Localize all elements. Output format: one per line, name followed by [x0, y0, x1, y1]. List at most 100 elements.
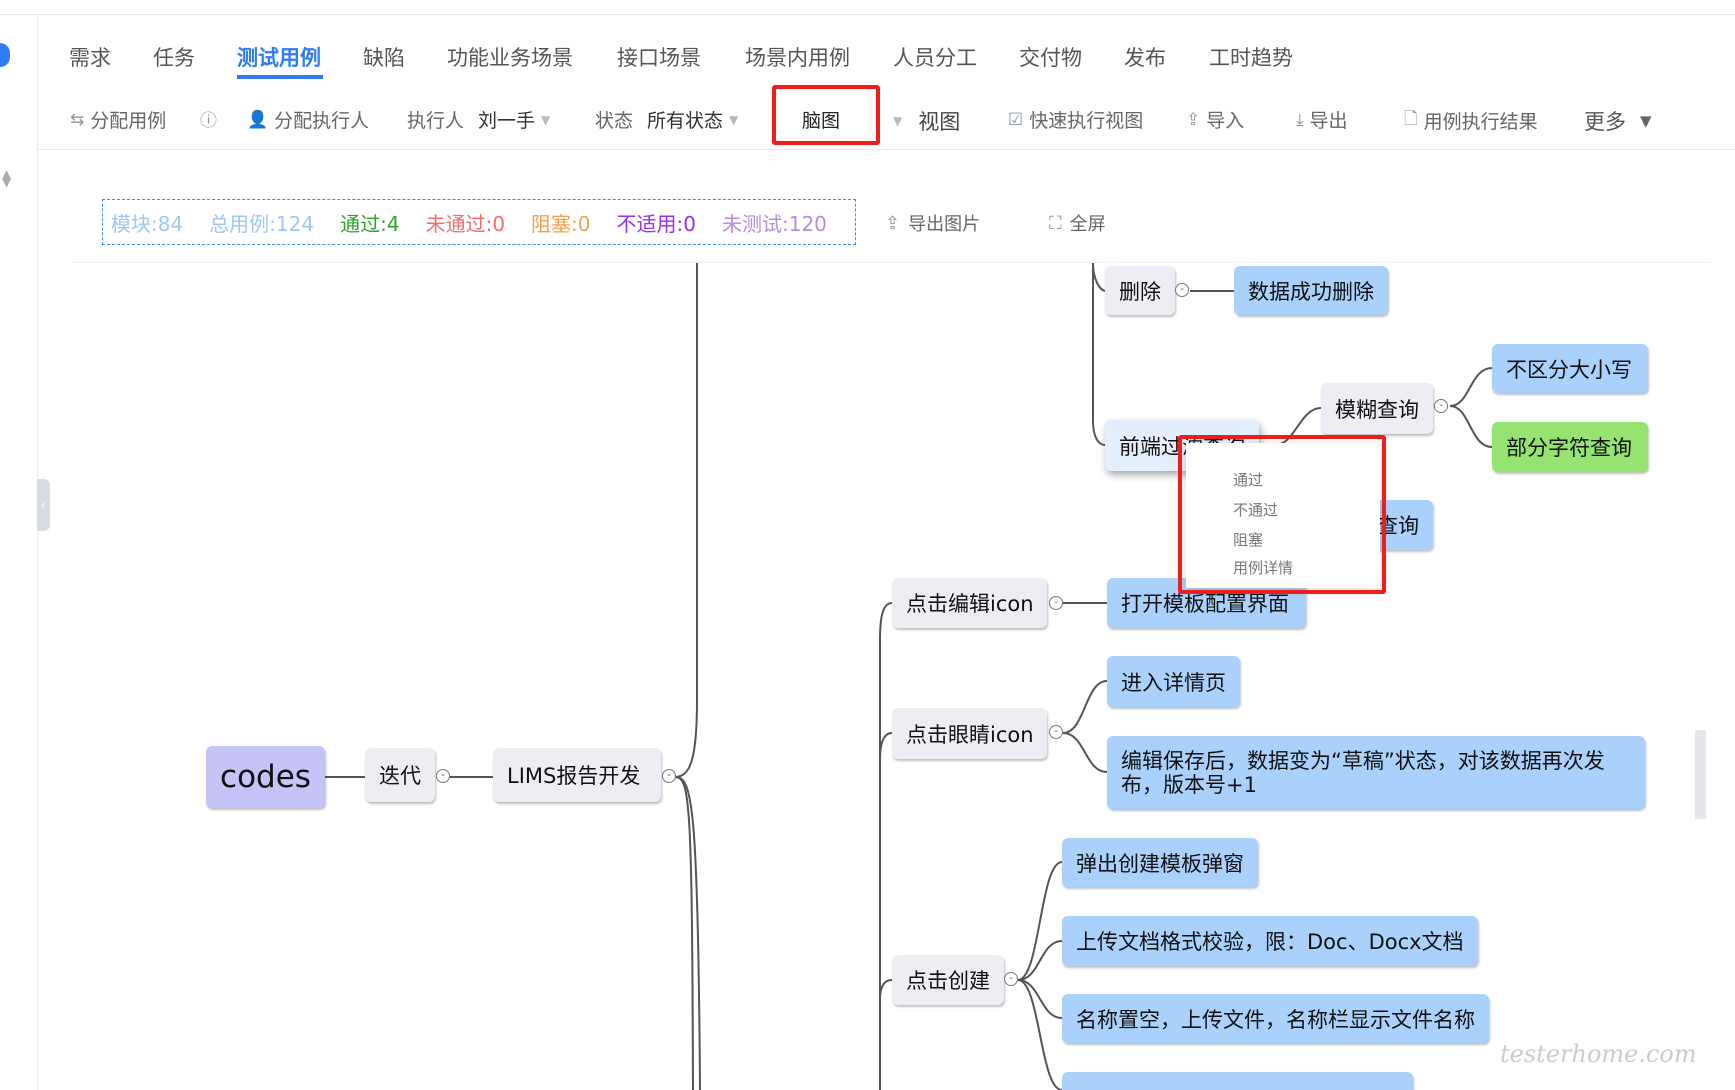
executor-select[interactable]: 执行人刘一手 ▼ [407, 106, 550, 133]
toolbar-divider [38, 149, 1735, 150]
import-label: 导入 [1206, 110, 1245, 132]
tab-deliverables[interactable]: 交付物 [1019, 46, 1082, 70]
tab-hours-trend[interactable]: 工时趋势 [1209, 46, 1293, 70]
tab-test-cases[interactable]: 测试用例 [237, 46, 321, 70]
exec-results-label: 用例执行结果 [1423, 111, 1538, 133]
caret-down-icon: ▼ [893, 114, 903, 128]
document-icon: 🗋 [1404, 109, 1418, 129]
tab-staff[interactable]: 人员分工 [893, 46, 977, 70]
more-label: 更多 [1584, 110, 1626, 134]
upload-icon: ⇪ [885, 212, 901, 234]
top-border [0, 14, 1735, 15]
caret-down-icon: ▼ [729, 112, 739, 127]
status-value: 所有状态 [647, 110, 724, 132]
status-label: 状态 [595, 110, 634, 132]
executor-label: 执行人 [407, 110, 465, 132]
export-button[interactable]: ⤓导出 [1296, 106, 1348, 133]
quick-exec-view-button[interactable]: ☑快速执行视图 [1008, 106, 1143, 133]
stat-item: 未通过:0 [425, 211, 506, 236]
sort-icon[interactable]: ▲▼ [2, 167, 12, 189]
status-select[interactable]: 状态所有状态 ▼ [595, 106, 738, 133]
mindmap-node-iteration[interactable]: 迭代 [365, 748, 435, 802]
mindmap-node-enter-detail[interactable]: 进入详情页 [1107, 656, 1240, 707]
mindmap-node-partial[interactable] [1062, 1072, 1413, 1090]
stat-item: 模块:84 [111, 211, 184, 236]
user-add-icon: 👤 [247, 109, 269, 130]
stats-summary: 模块:84 总用例:124 通过:4 未通过:0 阻塞:0 不适用:0 未测试:120 [102, 199, 856, 245]
checkbox-icon: ☑ [1008, 109, 1024, 130]
stat-item: 通过:4 [340, 211, 400, 236]
fullscreen-button[interactable]: ⛶ 全屏 [1049, 210, 1106, 236]
sidebar-border [37, 14, 38, 1090]
quick-exec-view-label: 快速执行视图 [1029, 110, 1144, 132]
view-label: 视图 [918, 110, 961, 134]
exec-results-button[interactable]: 🗋用例执行结果 [1404, 106, 1538, 135]
import-button[interactable]: ⇪导入 [1186, 106, 1244, 133]
mindmap-node-delete-result[interactable]: 数据成功删除 [1234, 266, 1388, 315]
active-tab-underline [237, 75, 323, 79]
collapse-toggle[interactable]: - [1175, 283, 1189, 297]
help-icon[interactable]: ⓘ [200, 111, 217, 131]
stat-item: 阻塞:0 [531, 211, 591, 236]
mindmap-node-fuzzy-query[interactable]: 模糊查询 [1321, 383, 1433, 434]
tab-business-scenarios[interactable]: 功能业务场景 [447, 46, 573, 70]
export-label: 导出 [1309, 110, 1348, 132]
collapse-toggle[interactable]: - [1434, 399, 1448, 413]
tab-defects[interactable]: 缺陷 [363, 46, 405, 70]
stat-item: 不适用:0 [616, 211, 696, 236]
watermark: testerhome.com [1500, 1040, 1697, 1068]
mindmap-node-click-edit[interactable]: 点击编辑icon [892, 578, 1047, 628]
mindmap-node-click-create[interactable]: 点击创建 [892, 955, 1004, 1005]
scrollbar-thumb[interactable] [1695, 730, 1706, 819]
mindmap-node-case-insensitive[interactable]: 不区分大小写 [1492, 344, 1648, 393]
tab-tasks[interactable]: 任务 [153, 46, 195, 70]
mindmap-node-click-eye[interactable]: 点击眼睛icon [892, 708, 1047, 759]
collapse-toggle[interactable]: - [1049, 596, 1063, 610]
fullscreen-label: 全屏 [1069, 214, 1106, 235]
download-icon: ⤓ [1296, 109, 1304, 130]
caret-down-icon: ▼ [541, 112, 551, 127]
export-image-label: 导出图片 [908, 214, 981, 235]
assign-cases-button[interactable]: ⇆分配用例 [70, 106, 166, 133]
mindmap-node-delete[interactable]: 删除 [1105, 266, 1175, 315]
export-image-button[interactable]: ⇪ 导出图片 [885, 210, 980, 236]
collapse-toggle[interactable]: - [1004, 972, 1018, 986]
tab-scenario-cases[interactable]: 场景内用例 [745, 46, 850, 70]
mindmap-node-edit-save[interactable]: 编辑保存后，数据变为“草稿”状态，对该数据再次发布，版本号+1 [1107, 736, 1645, 809]
tab-api-scenarios[interactable]: 接口场景 [617, 46, 701, 70]
swap-icon: ⇆ [70, 109, 85, 130]
collapse-toggle[interactable]: - [662, 769, 676, 783]
menu-item-pass[interactable]: 通过 [1233, 471, 1264, 489]
context-menu: 通过 不通过 阻塞 用例详情 [1186, 443, 1380, 588]
tab-release[interactable]: 发布 [1124, 46, 1166, 70]
highlight-box [1178, 435, 1386, 594]
mindmap-node-name-empty[interactable]: 名称置空，上传文件，名称栏显示文件名称 [1062, 994, 1489, 1043]
menu-item-case-detail[interactable]: 用例详情 [1233, 559, 1294, 577]
collapse-toggle[interactable]: - [1049, 725, 1063, 739]
mindmap-node-partial-char[interactable]: 部分字符查询 [1492, 422, 1648, 472]
menu-item-fail[interactable]: 不通过 [1233, 501, 1279, 519]
assign-executor-button[interactable]: 👤分配执行人 [247, 106, 369, 133]
caret-down-icon: ▼ [1640, 112, 1652, 130]
mindmap-node-popup-create[interactable]: 弹出创建模板弹窗 [1062, 838, 1258, 887]
mindmap-node-module[interactable]: LIMS报告开发 [493, 748, 661, 802]
menu-item-blocked[interactable]: 阻塞 [1233, 531, 1264, 549]
stat-item: 总用例:124 [209, 211, 315, 236]
assign-executor-label: 分配执行人 [274, 110, 370, 132]
mindmap-node-upload-check[interactable]: 上传文档格式校验，限：Doc、Docx文档 [1062, 916, 1478, 966]
more-dropdown[interactable]: 更多 ▼ [1584, 106, 1652, 136]
expand-icon: ⛶ [1049, 212, 1062, 234]
view-select[interactable]: ▼ 视图 [893, 106, 960, 136]
mindmap-view-button[interactable]: 脑图 [802, 110, 841, 132]
upload-icon: ⇪ [1186, 109, 1201, 130]
tab-requirements[interactable]: 需求 [69, 46, 111, 70]
collapse-sidebar-handle[interactable]: ‹ [37, 479, 50, 531]
stat-item: 未测试:120 [721, 211, 827, 236]
collapse-toggle[interactable]: - [436, 769, 450, 783]
executor-value: 刘一手 [478, 110, 536, 132]
highlight-box [772, 85, 880, 145]
mindmap-root-node[interactable]: codes [206, 746, 325, 808]
sidebar-avatar[interactable] [0, 43, 10, 67]
assign-cases-label: 分配用例 [90, 110, 167, 132]
